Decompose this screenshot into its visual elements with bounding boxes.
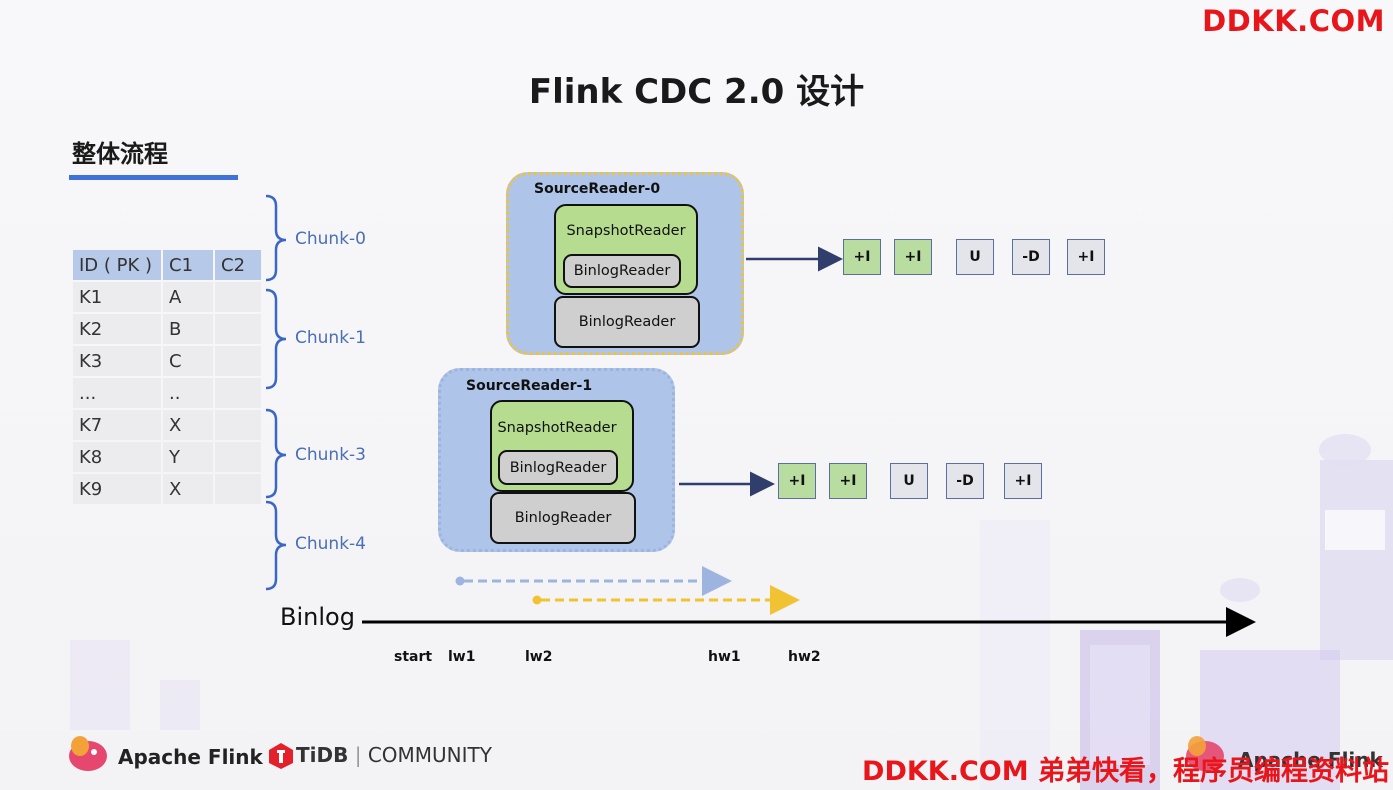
tidb-text: TiDB [296, 743, 349, 767]
table-cell: K2 [73, 314, 161, 344]
lw2-dot [532, 595, 542, 605]
table-row: K9 X [73, 474, 261, 504]
data-table: ID ( PK ) C1 C2 K1 A K2 B K3 C ... [71, 248, 263, 506]
watermark-top: DDKK.COM [1202, 4, 1385, 38]
table-header-cell: C2 [215, 250, 261, 280]
table-header-cell: ID ( PK ) [73, 250, 161, 280]
table-cell: Y [163, 442, 213, 472]
table-cell [215, 378, 261, 408]
event-insert: +I [894, 239, 932, 275]
event-insert: +I [778, 463, 816, 499]
binlog-label: Binlog [280, 603, 355, 631]
watermark-bottom: DDKK.COM 弟弟快看，程序员编程资料站 [862, 756, 1389, 787]
table-row: K2 B [73, 314, 261, 344]
table-row: K1 A [73, 282, 261, 312]
table-header-cell: C1 [163, 250, 213, 280]
table-row: K7 X [73, 410, 261, 440]
table-header-row: ID ( PK ) C1 C2 [73, 250, 261, 280]
apache-flink-logo-text: Apache Flink [118, 745, 263, 769]
table-cell: B [163, 314, 213, 344]
section-underline [69, 175, 238, 180]
flink-corner-squirrel-icon [1186, 736, 1224, 771]
table-cell: X [163, 410, 213, 440]
tick-lw2: lw2 [525, 649, 553, 665]
table-cell: K1 [73, 282, 161, 312]
event-update: U [890, 463, 928, 499]
chunk-braces [265, 194, 287, 591]
table-cell: C [163, 346, 213, 376]
table-cell: K7 [73, 410, 161, 440]
table-cell [215, 314, 261, 344]
cubes-illustration [70, 640, 200, 730]
lw1-dot [455, 576, 465, 586]
source-reader-0-title: SourceReader-0 [534, 181, 661, 197]
chunk-label: Chunk-0 [295, 229, 366, 249]
snapshot-reader-0-label: SnapshotReader [566, 223, 686, 239]
snapshot-binlog-reader-1: BinlogReader [498, 450, 618, 485]
event-insert: +I [829, 463, 867, 499]
table-cell: K8 [73, 442, 161, 472]
table-row: K8 Y [73, 442, 261, 472]
table-cell: A [163, 282, 213, 312]
tidb-community-logo: TiDB | COMMUNITY [296, 743, 492, 767]
table-cell [215, 282, 261, 312]
apache-flink-corner-text: Apache Flink [1238, 748, 1383, 772]
snapshot-binlog-reader-0: BinlogReader [563, 254, 681, 288]
source-reader-1-title: SourceReader-1 [466, 378, 593, 394]
section-title: 整体流程 [72, 140, 168, 168]
community-text: COMMUNITY [367, 743, 492, 767]
slide-title: Flink CDC 2.0 设计 [528, 72, 865, 112]
snapshot-reader-1-label: SnapshotReader [497, 420, 617, 436]
event-update: U [956, 239, 994, 275]
table-cell: .. [163, 378, 213, 408]
tick-start: start [394, 649, 433, 665]
city-illustration [980, 434, 1393, 790]
event-insert: +I [1067, 239, 1105, 275]
tick-hw1: hw1 [708, 649, 741, 665]
table-cell: K3 [73, 346, 161, 376]
tick-lw1: lw1 [448, 649, 476, 665]
table-row: ... .. [73, 378, 261, 408]
table-row: K3 C [73, 346, 261, 376]
chunk-0-brace [265, 194, 287, 282]
event-insert: +I [843, 239, 881, 275]
table-cell [215, 410, 261, 440]
table-cell: X [163, 474, 213, 504]
binlog-reader-0: BinlogReader [554, 296, 700, 348]
chunk-label: Chunk-3 [295, 445, 366, 465]
event-delete: -D [946, 463, 984, 499]
tidb-separator: | [354, 743, 362, 767]
event-delete: -D [1012, 239, 1050, 275]
tick-hw2: hw2 [788, 649, 821, 665]
flink-squirrel-icon [69, 736, 107, 771]
tidb-logo-icon [269, 743, 293, 769]
chunk-4-brace [265, 500, 287, 591]
table-cell: K9 [73, 474, 161, 504]
table-cell: ... [73, 378, 161, 408]
chunk-3-brace [265, 408, 287, 499]
table-cell [215, 346, 261, 376]
chunk-1-brace [265, 288, 287, 390]
table-cell [215, 474, 261, 504]
binlog-reader-1: BinlogReader [490, 492, 636, 544]
table-cell [215, 442, 261, 472]
data-table-container: ID ( PK ) C1 C2 K1 A K2 B K3 C ... [71, 248, 263, 506]
chunk-label: Chunk-1 [295, 328, 366, 348]
chunk-label: Chunk-4 [295, 534, 366, 554]
event-insert: +I [1004, 463, 1042, 499]
